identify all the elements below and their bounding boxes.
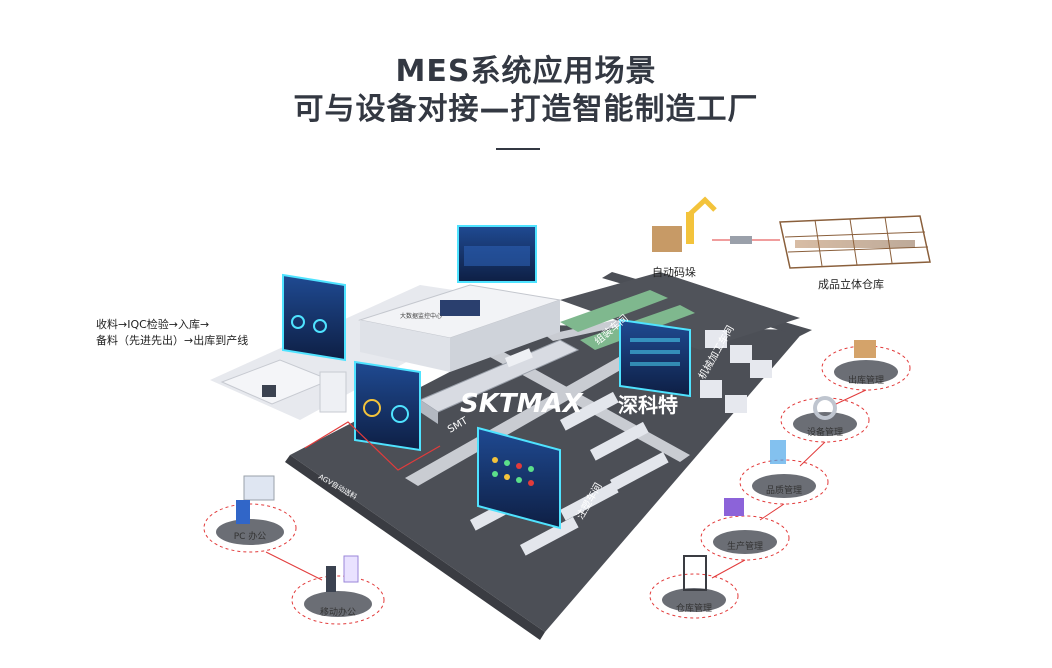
module-production-label: 生产管理 xyxy=(726,542,764,552)
brand-logo-cn: 深科特 xyxy=(618,393,678,417)
dashboard-screen-machining xyxy=(619,318,691,398)
module-equipment-label: 设备管理 xyxy=(806,428,844,438)
module-logistics-label: 出库管理 xyxy=(847,376,885,386)
office-podiums xyxy=(203,475,385,625)
injection-machines xyxy=(469,391,669,556)
pc-office-label: PC 办公 xyxy=(233,532,267,542)
machining-cnc xyxy=(700,330,772,413)
brand-logo-latin: SKTMAX xyxy=(460,389,585,419)
smt-line xyxy=(418,339,580,424)
palletizing-station xyxy=(652,196,780,252)
dashboard-screen-smt xyxy=(354,360,421,452)
dashboard-screen-left xyxy=(282,273,346,362)
agv-path xyxy=(304,421,441,471)
dashboard-screen-top xyxy=(457,225,537,283)
dashboard-screen-injection xyxy=(477,426,561,530)
process-note-line2: 备料（先进先出）→出库到产线 xyxy=(96,334,249,347)
page-title-line2: 可与设备对接—打造智能制造工厂 xyxy=(293,92,759,127)
warehouse-rack xyxy=(779,215,931,269)
warehouse-label: 成品立体仓库 xyxy=(818,278,884,291)
title-divider xyxy=(496,148,540,150)
module-warehouse-label: 仓库管理 xyxy=(675,604,713,614)
module-podiums xyxy=(649,340,911,619)
module-quality-label: 品质管理 xyxy=(765,486,803,496)
big-data-label: 大数据监控中心 xyxy=(400,312,442,320)
reception-area xyxy=(220,359,347,413)
monitoring-building: 大数据监控中心 xyxy=(358,284,561,372)
palletizing-label: 自动码垛 xyxy=(652,266,696,279)
process-note-line1: 收料→IQC检验→入库→ xyxy=(96,318,210,331)
page-title-line1: MES系统应用场景 xyxy=(395,54,657,89)
mobile-office-label: 移动办公 xyxy=(319,608,357,618)
